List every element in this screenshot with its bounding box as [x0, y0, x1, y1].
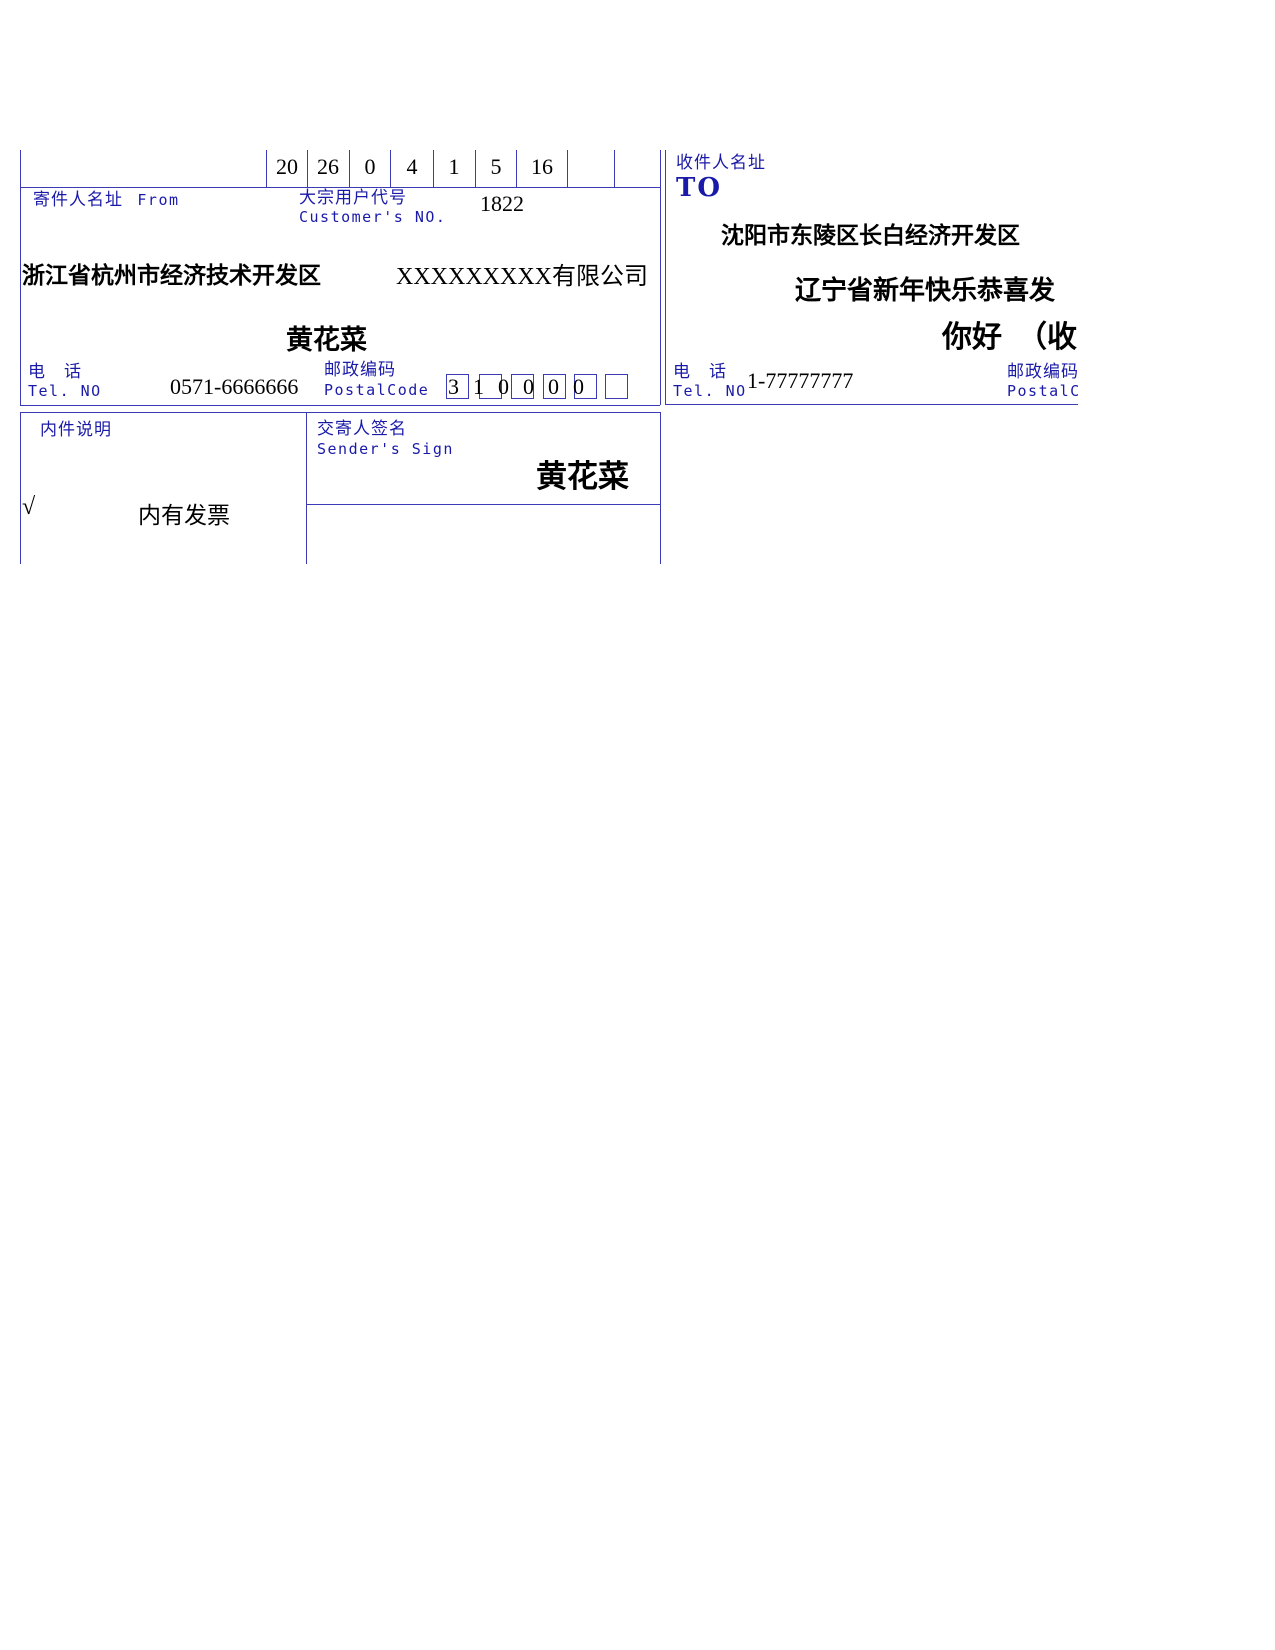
date-cell-border	[567, 150, 568, 187]
recipient-postal-label-cn: 邮政编码	[1007, 362, 1078, 382]
date-cell-border	[475, 150, 476, 187]
date-cell-border	[433, 150, 434, 187]
sender-name: 黄花菜	[286, 325, 367, 356]
contents-top	[20, 412, 660, 413]
date-digit: 4	[406, 154, 418, 179]
recipient-address-line2: 辽宁省新年快乐恭喜发	[795, 276, 1056, 306]
signature-label-cn: 交寄人签名	[317, 419, 407, 439]
sender-company-text: XXXXXXXXX有限公司	[396, 264, 648, 290]
postal-digit: 0	[498, 374, 509, 399]
sender-postal-label-en: PostalCode	[324, 381, 430, 399]
recipient-frame-left	[665, 150, 666, 405]
recipient-label-cn: 收件人名址	[676, 153, 766, 173]
postal-digit: 3	[448, 374, 459, 399]
postal-box	[511, 374, 534, 399]
date-cell-border	[307, 150, 308, 187]
sender-label-cn: 寄件人名址	[33, 190, 123, 210]
recipient-address-line1: 沈阳市东陵区长白经济开发区	[721, 223, 1020, 249]
postal-box	[574, 374, 597, 399]
check-mark-icon: √	[22, 494, 36, 520]
customer-no-label-en: Customer's NO.	[299, 208, 447, 226]
postal-digit: 0	[548, 374, 559, 399]
date-cell-border	[516, 150, 517, 187]
contents-left	[20, 412, 21, 564]
date-cell-border	[266, 150, 267, 187]
date-row-divider	[20, 187, 660, 188]
recipient-tel-label-cn: 电 话	[673, 362, 727, 382]
signature-bottom	[306, 504, 660, 505]
contents-label: 内件说明	[40, 420, 112, 440]
recipient-tel-value: 1-77777777	[747, 368, 854, 393]
postal-box	[479, 374, 502, 399]
sender-tel-label-en: Tel. NO	[28, 382, 102, 400]
recipient-form: 收件人名址 TO 沈阳市东陵区长白经济开发区 辽宁省新年快乐恭喜发 你好 （收 …	[665, 150, 1078, 415]
signature-name: 黄花菜	[536, 459, 629, 495]
date-digit: 16	[531, 154, 553, 179]
date-digit: 20	[276, 154, 298, 179]
recipient-label-en: TO	[676, 173, 722, 203]
date-digit: 5	[490, 154, 502, 179]
contents-description: 内有发票	[138, 503, 230, 529]
sender-postal-label-cn: 邮政编码	[324, 360, 396, 380]
date-cell-border	[349, 150, 350, 187]
contents-right	[660, 412, 661, 564]
postal-digit: 0	[523, 374, 534, 399]
postal-box	[543, 374, 566, 399]
signature-label-en: Sender's Sign	[317, 440, 454, 458]
customer-no-value: 1822	[480, 191, 524, 216]
postal-box	[446, 374, 469, 399]
date-digit: 0	[364, 154, 376, 179]
date-cell-border	[614, 150, 615, 187]
frame-left	[20, 150, 21, 405]
sender-tel-value: 0571-6666666	[170, 374, 299, 399]
postal-box	[605, 374, 628, 399]
sender-address: 浙江省杭州市经济技术开发区	[22, 263, 321, 289]
date-digit: 1	[448, 154, 460, 179]
contents-divider	[306, 412, 307, 564]
date-cell-border	[390, 150, 391, 187]
recipient-frame-bottom	[665, 404, 1078, 405]
sender-label: 寄件人名址 From	[33, 191, 180, 209]
frame-right	[660, 150, 661, 405]
recipient-tel-label-en: Tel. NO	[673, 382, 747, 400]
customer-no-label-cn: 大宗用户代号	[299, 188, 407, 208]
frame-bottom	[20, 405, 660, 406]
postal-digit: 1	[473, 374, 484, 399]
sender-tel-label-cn: 电 话	[28, 362, 82, 382]
sender-company: XXXXXXXXX有限公司	[396, 256, 648, 291]
date-digit: 26	[317, 154, 339, 179]
sender-label-en: From	[137, 191, 180, 209]
recipient-name: 你好 （收	[942, 320, 1077, 355]
postal-digit: 0	[573, 374, 584, 399]
recipient-postal-label-en: PostalCode	[1007, 382, 1078, 400]
